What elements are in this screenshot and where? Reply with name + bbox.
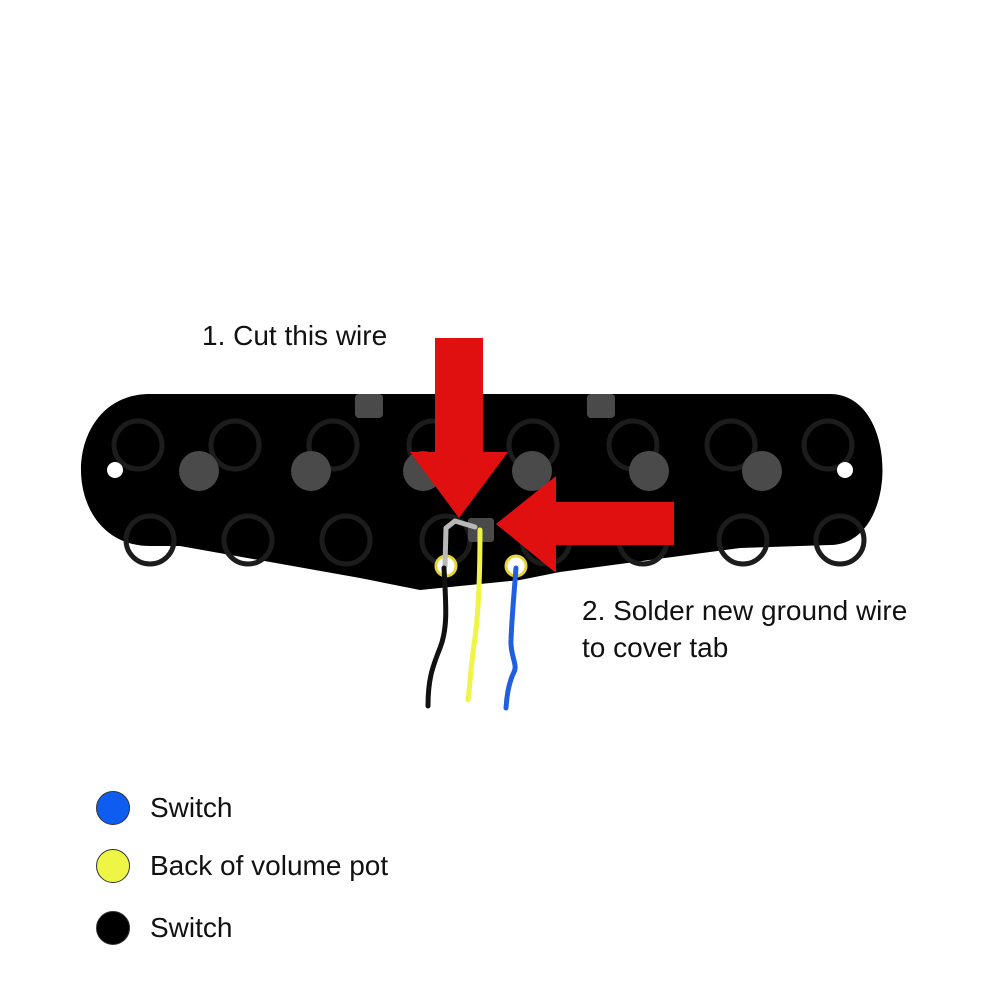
- yellow-dot-icon: [96, 849, 130, 883]
- legend-item-blue: Switch: [96, 788, 232, 828]
- solder-instruction-line1: 2. Solder new ground wire: [582, 595, 907, 626]
- pole-pieces: [179, 451, 782, 491]
- jumper-wire-to-cut: [442, 518, 478, 569]
- black-wire: [425, 565, 449, 709]
- arrow-down-cut: [410, 338, 508, 518]
- solder-instruction-line2: to cover tab: [582, 632, 728, 663]
- blue-dot-icon: [96, 791, 130, 825]
- cover-tab-right: [587, 394, 615, 418]
- pole-piece: [742, 451, 782, 491]
- pole-piece: [179, 451, 219, 491]
- pole-piece: [291, 451, 331, 491]
- cut-instruction: 1. Cut this wire: [202, 320, 387, 351]
- pole-piece: [629, 451, 669, 491]
- mounting-hole-left: [107, 462, 123, 478]
- legend-item-black: Switch: [96, 908, 232, 948]
- black-dot-icon: [96, 911, 130, 945]
- arrow-left-solder: [496, 476, 674, 573]
- mounting-hole-right: [837, 462, 853, 478]
- cover-tab-left: [355, 394, 383, 418]
- yellow-wire: [465, 527, 483, 703]
- legend-item-yellow: Back of volume pot: [96, 846, 388, 886]
- legend-label: Switch: [150, 792, 233, 823]
- legend-label: Switch: [150, 912, 233, 943]
- blue-wire: [503, 565, 519, 711]
- legend-label: Back of volume pot: [150, 850, 389, 881]
- pickup-baseplate: [81, 394, 883, 590]
- pole-piece: [512, 451, 552, 491]
